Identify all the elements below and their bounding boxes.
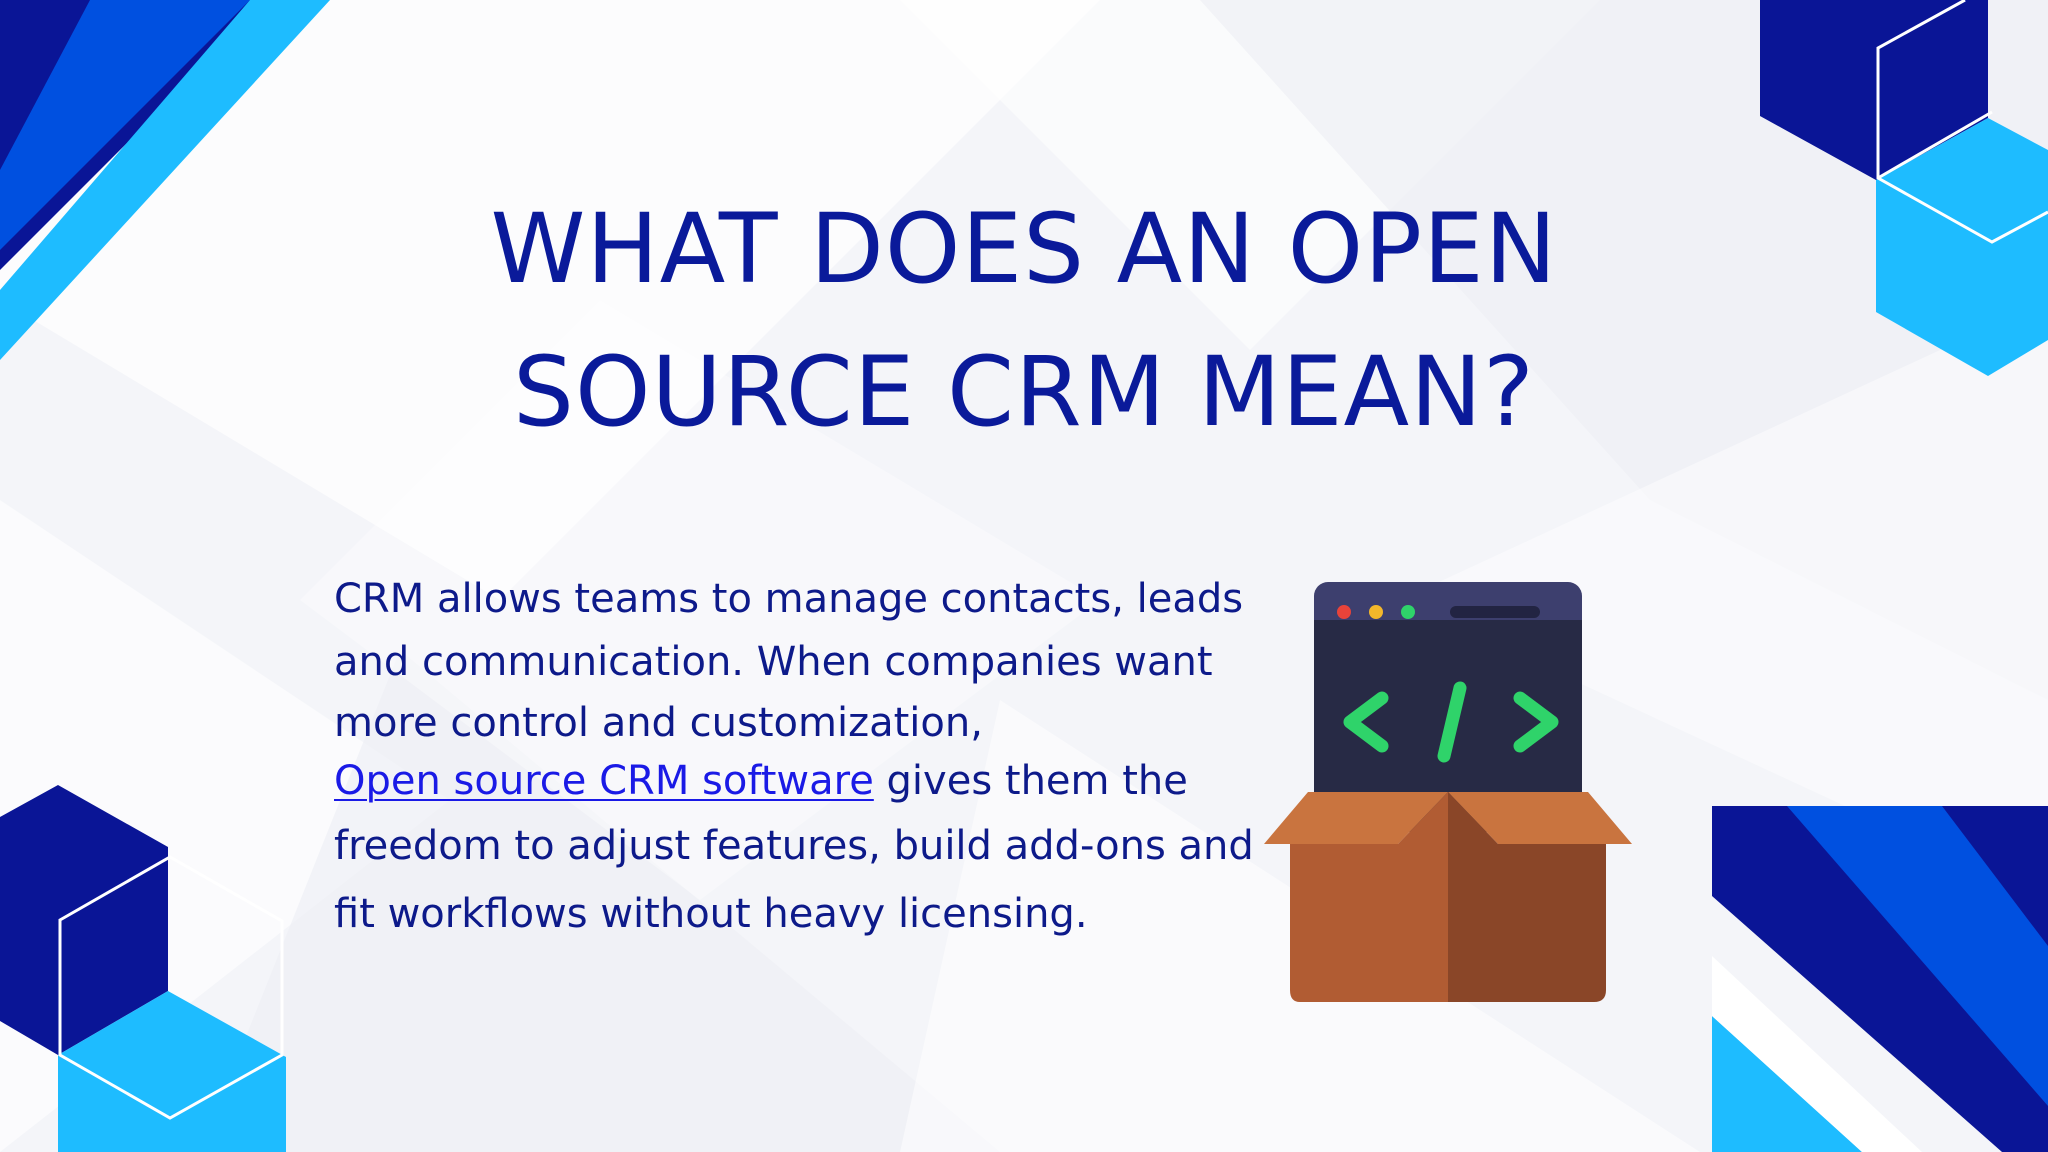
corner-decoration-top-right — [1760, 0, 2048, 376]
body-line-4: Open source CRM software gives them the — [334, 752, 1254, 810]
open-source-crm-link[interactable]: Open source CRM software — [334, 758, 874, 804]
slide-title-line-1: WHAT DOES AN OPEN — [490, 193, 1558, 305]
corner-decoration-bottom-right — [1712, 806, 2048, 1152]
slide-title-line-2: SOURCE CRM MEAN? — [513, 336, 1535, 448]
body-line-5: freedom to adjust features, build add-on… — [334, 823, 1254, 869]
box-front-right — [1448, 792, 1606, 1002]
open-source-box-code-icon — [1264, 582, 1632, 1002]
body-line-4-rest: gives them the — [873, 758, 1188, 804]
body-line-1: CRM allows teams to manage contacts, lea… — [334, 576, 1244, 622]
body-paragraph: CRM allows teams to manage contacts, lea… — [334, 568, 1254, 946]
box-flap-right — [1448, 792, 1632, 844]
box-front-left — [1290, 792, 1448, 1002]
body-line-2: and communication. When companies want — [334, 639, 1213, 685]
window-dot-green-icon — [1401, 605, 1415, 619]
slide-title: WHAT DOES AN OPEN SOURCE CRM MEAN? — [224, 178, 1824, 464]
body-line-3: more control and customization, — [334, 700, 983, 746]
window-address-bar — [1450, 606, 1540, 618]
body-line-6: fit workflows without heavy licensing. — [334, 891, 1088, 937]
box-flap-left — [1264, 792, 1448, 844]
window-dot-red-icon — [1337, 605, 1351, 619]
corner-decoration-top-left — [0, 0, 330, 360]
corner-decoration-bottom-left — [0, 785, 286, 1152]
window-dot-yellow-icon — [1369, 605, 1383, 619]
code-brackets-icon — [1343, 681, 1559, 763]
